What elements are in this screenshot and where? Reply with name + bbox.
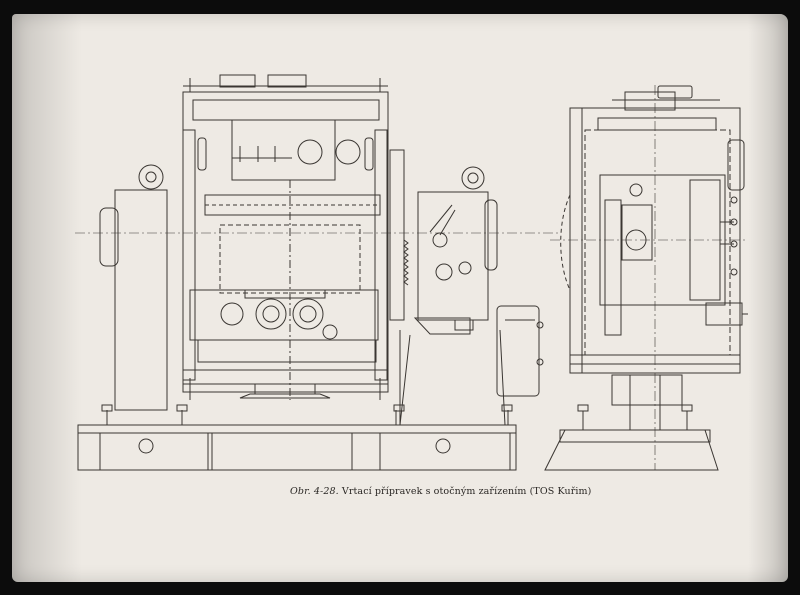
front-view bbox=[75, 74, 560, 471]
figure-caption: Obr. 4-28. Vrtací přípravek s otočným za… bbox=[290, 486, 591, 497]
figure-caption-text: Vrtací přípravek s otočným zařízením (TO… bbox=[341, 486, 592, 497]
book-page bbox=[12, 14, 788, 582]
figure-label: Obr. 4-28. bbox=[290, 486, 339, 497]
side-view bbox=[544, 85, 748, 471]
